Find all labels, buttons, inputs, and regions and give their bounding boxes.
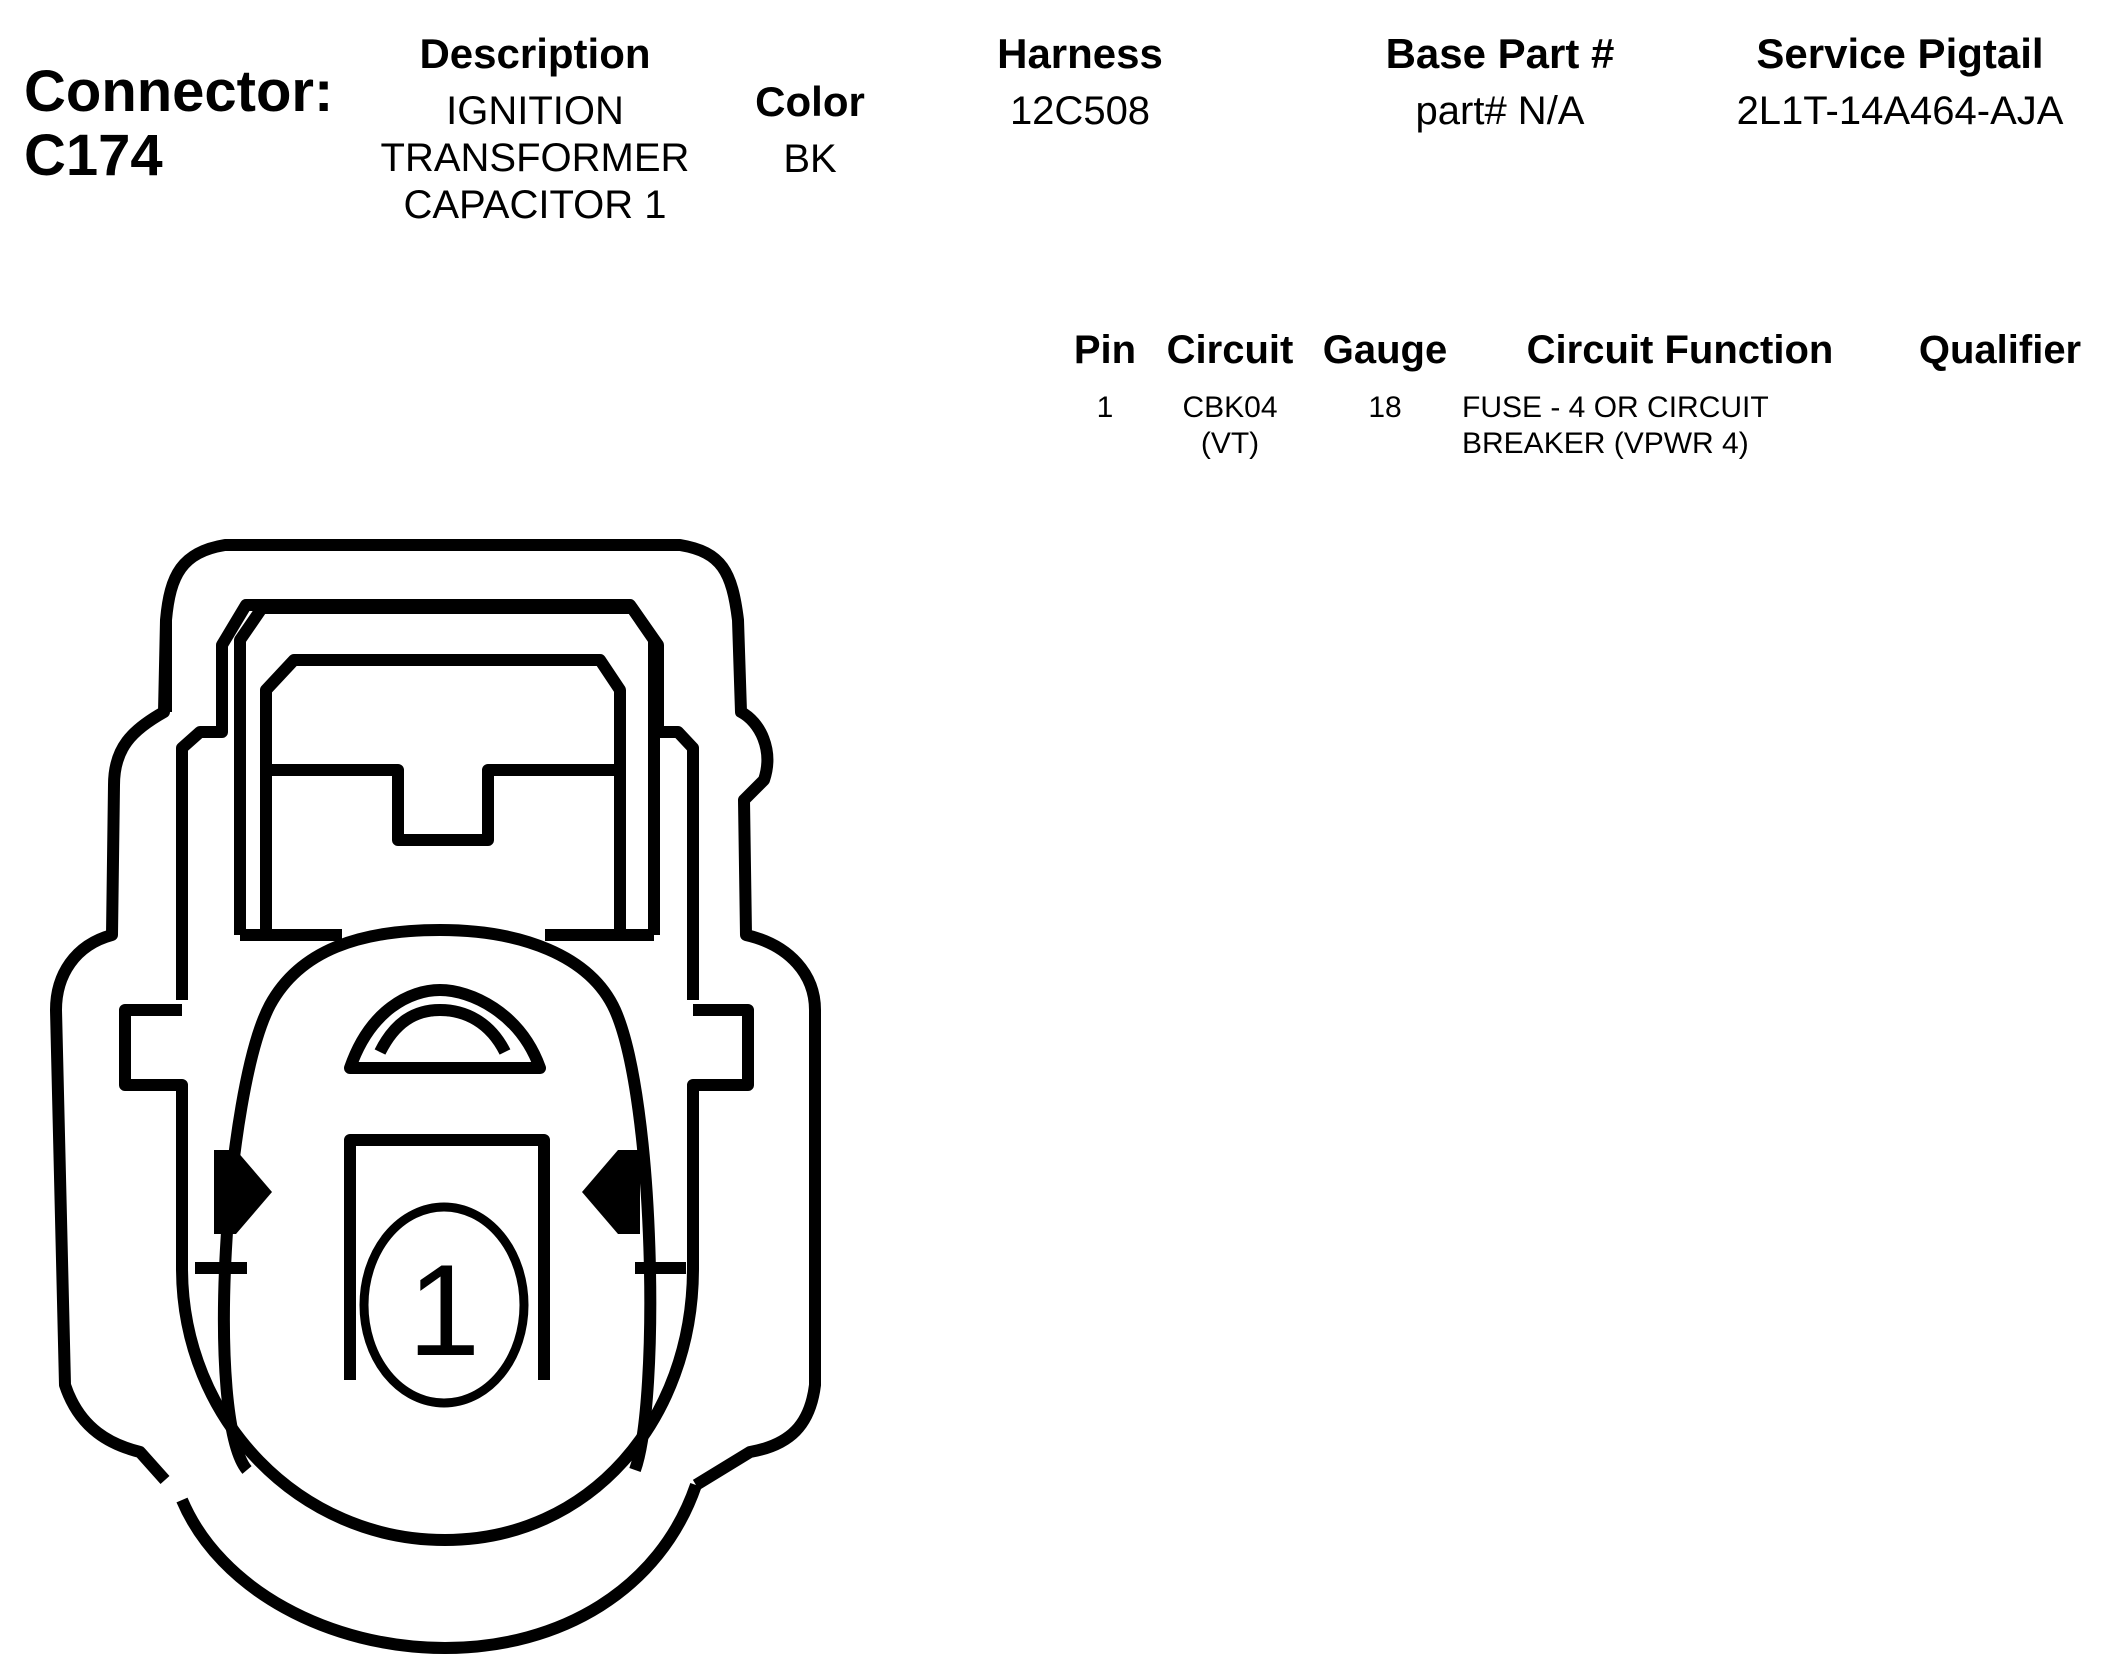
service-pigtail-value: 2L1T-14A464-AJA	[1736, 89, 2064, 133]
description-line: CAPACITOR 1	[403, 183, 667, 227]
pin-circle	[359, 1202, 529, 1408]
connector-outer-body	[50, 539, 821, 1491]
lower-cradle	[176, 1267, 699, 1546]
gauge-cell: 18	[1368, 391, 1402, 424]
color-header: Color	[755, 78, 865, 125]
bottom-shroud	[176, 1483, 702, 1654]
circuit-line: CBK04	[1182, 391, 1278, 424]
circuit-function-line: FUSE - 4 OR CIRCUIT	[1462, 391, 1769, 424]
description-header: Description	[419, 30, 651, 77]
circuit-cell: CBK04 (VT)	[1150, 390, 1310, 462]
connector-id: C174	[24, 123, 163, 188]
color-value: BK	[783, 137, 837, 181]
latch-housing-inner	[260, 654, 626, 935]
connector-title: Connector: C174	[24, 60, 333, 188]
base-part-value: part# N/A	[1415, 89, 1585, 133]
circuit-function-cell: FUSE - 4 OR CIRCUIT BREAKER (VPWR 4)	[1462, 390, 1882, 462]
description-line: IGNITION	[446, 89, 624, 133]
base-part-header: Base Part #	[1385, 30, 1615, 77]
left-lock-diamond	[214, 1150, 272, 1234]
circuit-function-column-header: Circuit Function	[1526, 328, 1834, 372]
description-value: IGNITION TRANSFORMER CAPACITOR 1	[355, 88, 715, 229]
keyway-dome-inner	[374, 1004, 511, 1055]
circuit-line: (VT)	[1200, 427, 1260, 460]
gauge-column-header: Gauge	[1322, 328, 1448, 372]
description-line: TRANSFORMER	[380, 136, 690, 180]
pin-number-label: 1	[408, 1237, 480, 1383]
service-pigtail-header: Service Pigtail	[1756, 30, 2044, 77]
latch-tab	[266, 764, 620, 846]
left-flange	[119, 1004, 188, 1268]
circuit-function-line: BREAKER (VPWR 4)	[1462, 427, 1749, 460]
right-flange	[687, 1004, 754, 1268]
connector-label: Connector:	[24, 59, 334, 124]
harness-value: 12C508	[1009, 89, 1151, 133]
circuit-column-header: Circuit	[1166, 328, 1294, 372]
pin-column-header: Pin	[1073, 328, 1137, 372]
right-lock-diamond	[582, 1150, 640, 1234]
terminal-cavity	[344, 1134, 550, 1380]
pin-number-cell: 1	[1096, 391, 1114, 424]
keyway-dome	[344, 984, 546, 1074]
harness-header: Harness	[997, 30, 1163, 77]
latch-housing-outer	[234, 602, 660, 935]
qualifier-column-header: Qualifier	[1918, 328, 2082, 372]
